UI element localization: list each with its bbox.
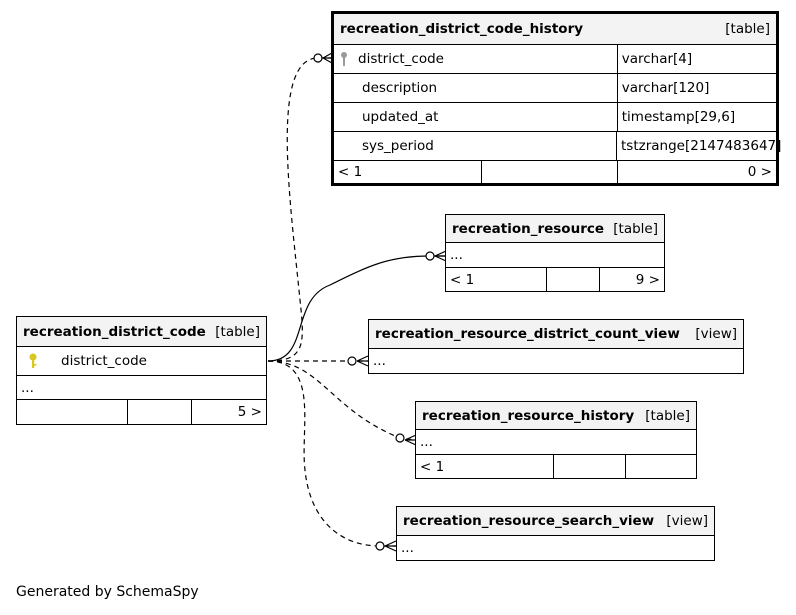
row-count: [553, 455, 625, 478]
column-ellipsis: ...: [401, 540, 414, 556]
column-name: description: [362, 80, 438, 96]
row-count: [127, 400, 191, 424]
table-name: recreation_resource_history: [422, 407, 635, 424]
crowfoot-history: [322, 52, 333, 64]
parents-count: < 1: [338, 164, 363, 180]
column-ellipsis: ...: [373, 353, 386, 369]
column-name-cell: district_code: [334, 45, 617, 73]
edge-to-search-view: [267, 360, 396, 547]
generated-by-footer: Generated by SchemaSpy: [16, 584, 199, 600]
table-footer: 5 >: [17, 400, 266, 424]
table-name: recreation_district_code: [23, 323, 206, 340]
column-ellipsis-row: ...: [416, 430, 696, 455]
cardinality-circle-history: [313, 53, 323, 63]
table-name: recreation_resource: [452, 220, 605, 237]
table-header: recreation_district_code [table]: [17, 317, 266, 347]
column-ellipsis-row: ...: [17, 376, 266, 400]
edge-to-code-history: [267, 57, 332, 362]
row-count: [546, 268, 599, 291]
column-type: timestamp[29,6]: [616, 103, 776, 131]
table-recreation-district-code-history[interactable]: recreation_district_code_history [table]…: [331, 11, 781, 186]
column-row[interactable]: district_code: [17, 347, 266, 376]
table-header: recreation_resource_history [table]: [416, 402, 696, 430]
table-name: recreation_district_code_history: [340, 21, 584, 37]
column-ellipsis-row: ...: [397, 536, 714, 560]
table-recreation-resource-history[interactable]: recreation_resource_history [table] ... …: [415, 401, 697, 479]
table-kind: [table]: [215, 323, 260, 340]
cardinality-circle-search-view: [375, 541, 385, 551]
table-footer: < 1 9 >: [446, 268, 664, 291]
parents-count: < 1: [450, 271, 475, 288]
view-recreation-resource-district-count-view[interactable]: recreation_resource_district_count_view …: [368, 319, 744, 374]
column-ellipsis-row: ...: [446, 243, 664, 268]
column-ellipsis: ...: [420, 434, 433, 450]
cardinality-circle-resource: [425, 251, 435, 261]
table-kind: [table]: [645, 407, 690, 424]
view-recreation-resource-search-view[interactable]: recreation_resource_search_view [view] .…: [396, 506, 715, 561]
table-header: recreation_resource_search_view [view]: [397, 507, 714, 536]
table-recreation-district-code[interactable]: recreation_district_code [table] distric…: [16, 316, 267, 425]
column-ellipsis: ...: [450, 247, 463, 263]
table-footer: < 1 0 >: [334, 161, 776, 183]
table-kind: [view]: [695, 326, 737, 342]
crowfoot-resource-history: [404, 434, 417, 446]
crowfoot-count-view: [356, 355, 369, 367]
column-row[interactable]: description varchar[120]: [334, 74, 776, 103]
column-type: tstzrange[2147483647]: [616, 132, 781, 160]
row-count: [481, 161, 616, 183]
table-kind: [table]: [725, 21, 770, 37]
parents-count: < 1: [420, 458, 445, 475]
key-icon: [341, 52, 347, 66]
cardinality-circle-resource-history: [395, 433, 405, 443]
table-name: recreation_resource_district_count_view: [375, 326, 680, 342]
children-count: [625, 455, 696, 478]
table-name: recreation_resource_search_view: [403, 513, 655, 529]
cardinality-circle-count-view: [347, 356, 357, 366]
children-count: 9 >: [599, 268, 664, 291]
column-type: varchar[4]: [616, 45, 776, 73]
column-name-cell: district_code: [17, 347, 266, 375]
column-row[interactable]: sys_period tstzrange[2147483647]: [334, 132, 781, 161]
table-header: recreation_resource [table]: [446, 215, 664, 243]
crowfoot-search-view: [384, 540, 397, 552]
column-row[interactable]: updated_at timestamp[29,6]: [334, 103, 776, 132]
column-name: updated_at: [362, 109, 439, 125]
column-row[interactable]: district_code varchar[4]: [334, 45, 776, 74]
edge-to-resource-history: [267, 360, 417, 441]
children-count: 5 >: [191, 400, 266, 424]
column-type: varchar[120]: [616, 74, 776, 102]
children-count: 0 >: [616, 161, 776, 183]
table-header: recreation_resource_district_count_view …: [369, 320, 743, 349]
key-icon: [29, 353, 37, 368]
table-footer: < 1: [416, 455, 696, 478]
column-ellipsis: ...: [21, 379, 34, 396]
table-kind: [view]: [666, 513, 708, 529]
column-ellipsis-row: ...: [369, 349, 743, 373]
column-name: sys_period: [362, 138, 434, 154]
table-header: recreation_district_code_history [table]: [334, 14, 776, 45]
parents-count: [17, 400, 127, 424]
edge-to-resource: [267, 255, 446, 362]
crowfoot-resource: [434, 250, 447, 262]
column-name: district_code: [61, 353, 147, 369]
column-name: district_code: [358, 51, 444, 67]
table-recreation-resource[interactable]: recreation_resource [table] ... < 1 9 >: [445, 214, 665, 292]
table-kind: [table]: [613, 220, 658, 237]
